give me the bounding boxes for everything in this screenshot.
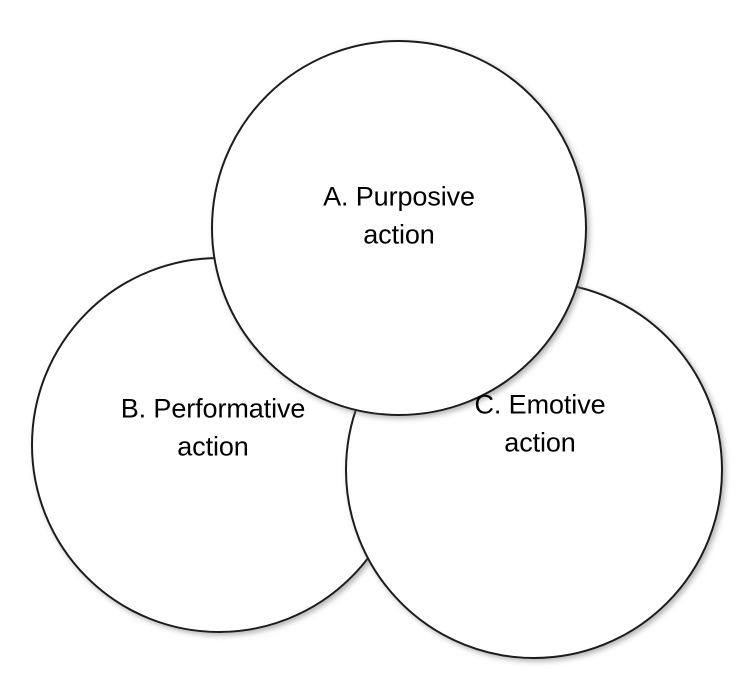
- circle-purposive-action[interactable]: [211, 40, 587, 416]
- circle-group-purposive: [211, 40, 587, 416]
